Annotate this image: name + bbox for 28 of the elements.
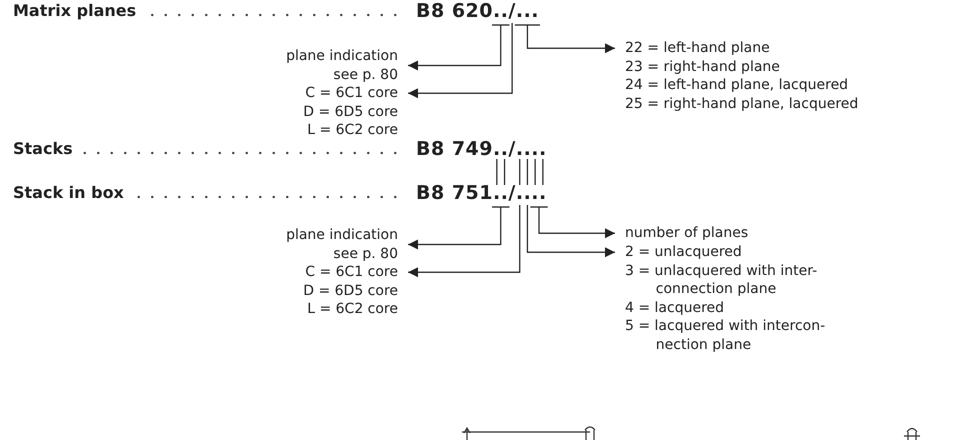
tick-lines bbox=[496, 158, 544, 186]
type-number: B8 749../.... bbox=[416, 138, 547, 160]
code-definition: L = 6C2 core bbox=[306, 300, 398, 318]
leader-arrow bbox=[526, 205, 615, 258]
code-definition: D = 6D5 core bbox=[302, 102, 398, 121]
code-definition: 3 = unlacquered with inter- connection plane bbox=[625, 262, 818, 298]
leader-arrow bbox=[530, 206, 616, 238]
type-number: B8 620../... bbox=[416, 0, 540, 22]
code-definition: C = 6C1 core bbox=[304, 84, 398, 102]
leader-arrow bbox=[408, 23, 513, 98]
code-definition: 23 = right-hand plane bbox=[625, 58, 781, 76]
code-definition: L = 6C2 core bbox=[306, 121, 398, 140]
leader-arrow bbox=[407, 206, 510, 250]
code-definition: C = 6C1 core bbox=[304, 263, 398, 282]
leader-arrow bbox=[408, 205, 520, 278]
leader-arrow bbox=[407, 24, 510, 70]
code-definition: D = 6D5 core bbox=[302, 282, 398, 300]
code-definition: 5 = lacquered with intercon- nection plane bbox=[625, 317, 826, 354]
code-definition: 25 = right-hand plane, lacquered bbox=[625, 94, 860, 113]
note-text: plane indication see p. 80 bbox=[268, 47, 398, 84]
note-text: number of planes bbox=[625, 224, 875, 242]
code-definition: 24 = left-hand plane, lacquered bbox=[625, 76, 850, 94]
code-definition: 4 = lacquered bbox=[625, 298, 726, 317]
leader-arrow bbox=[514, 24, 616, 54]
type-number: B8 751../.... bbox=[416, 182, 547, 204]
note-text: plane indication see p. 80 bbox=[268, 226, 398, 263]
code-definition: 2 = unlacquered bbox=[625, 243, 743, 262]
code-definition: 22 = left-hand plane bbox=[625, 39, 771, 58]
